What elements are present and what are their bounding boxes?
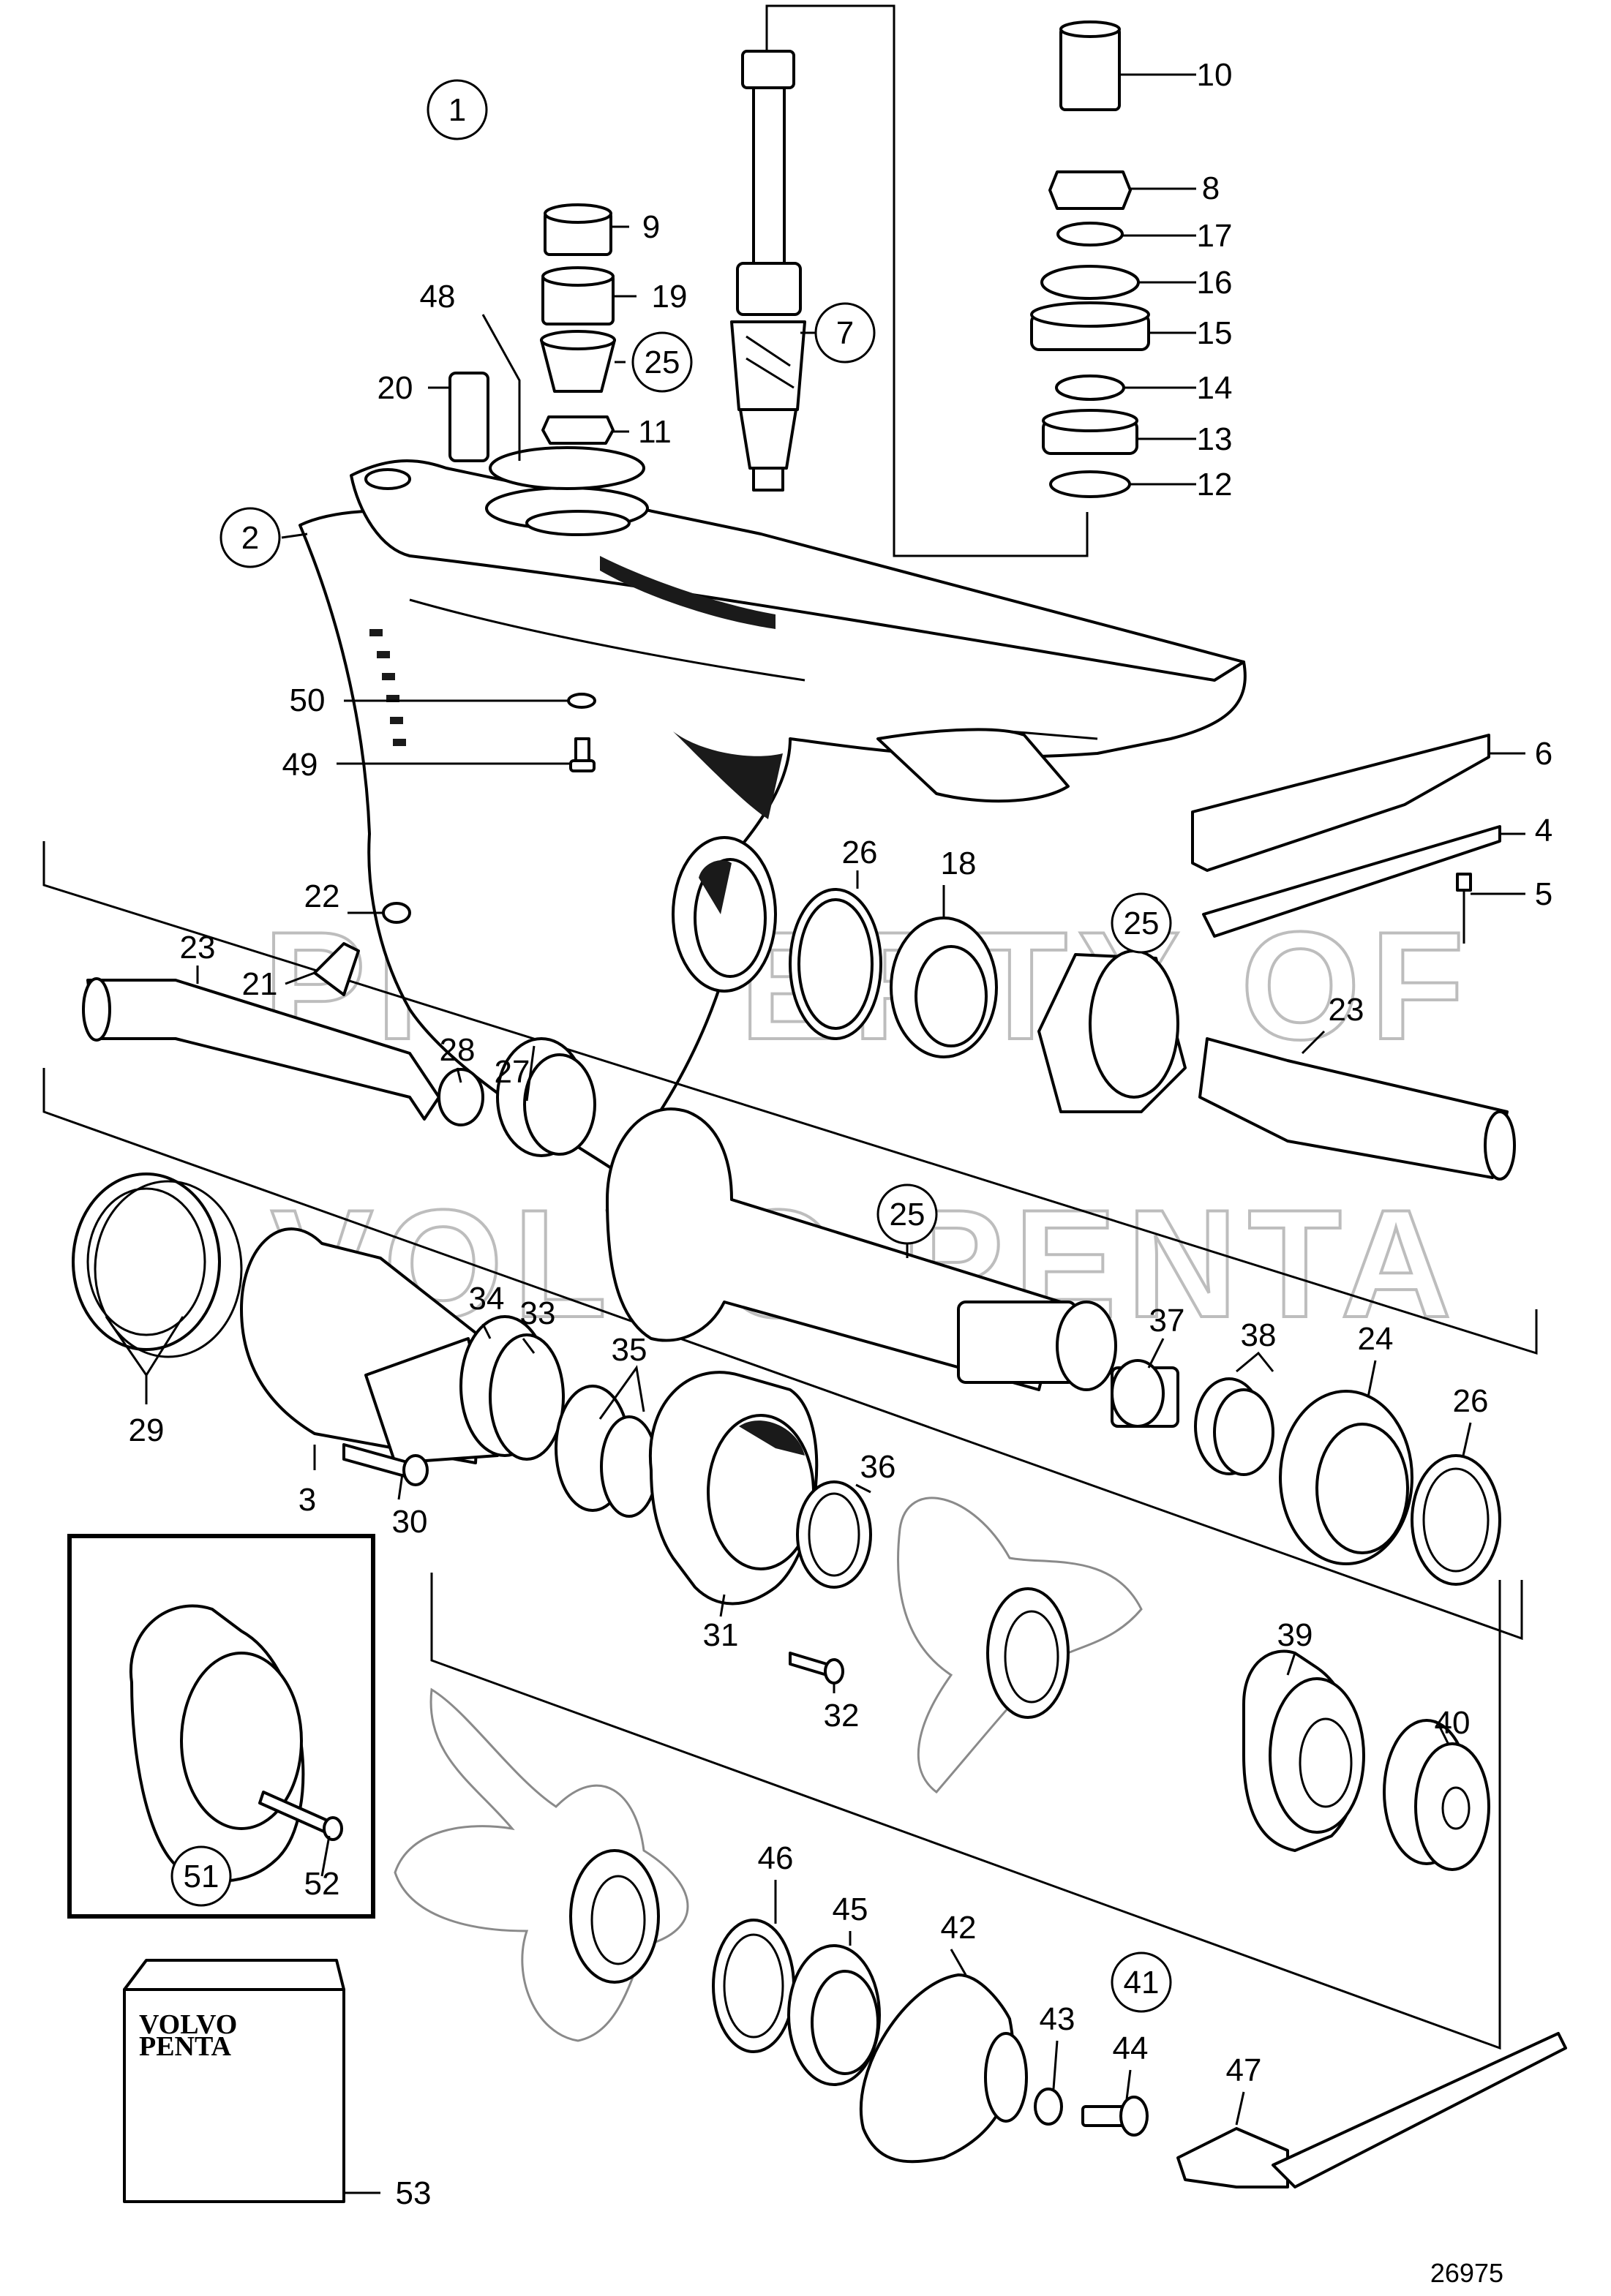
- label-25-right: 25: [1124, 906, 1160, 941]
- upper-shaft-bracket: [42, 841, 1538, 1355]
- label-11: 11: [638, 414, 672, 450]
- sleeve-20: [448, 372, 489, 462]
- propeller-bracket: [430, 1573, 1501, 2050]
- label-23-right: 23: [1329, 992, 1364, 1028]
- nut-39-washer-40: [1242, 1649, 1490, 1871]
- lower-gear-shaft: [606, 1107, 1117, 1391]
- bearing-housing-3: [240, 1227, 658, 1518]
- upper-housing: [298, 459, 1247, 1172]
- label-46: 46: [758, 1840, 794, 1876]
- label-16: 16: [1197, 265, 1233, 301]
- lower-shaft-bracket: [42, 1068, 1523, 1641]
- label-25-top-circle: [631, 331, 693, 393]
- label-6: 6: [1535, 736, 1552, 772]
- label-5: 5: [1535, 876, 1552, 912]
- label-34: 34: [469, 1281, 505, 1317]
- brand-volvo: VOLVO: [139, 2009, 237, 2040]
- label-24: 24: [1358, 1321, 1394, 1357]
- label-18: 18: [941, 846, 977, 881]
- propeller-front: [897, 1497, 1143, 1794]
- label-10: 10: [1197, 57, 1233, 93]
- ring-36-screw-32: [789, 1480, 872, 1685]
- screw-49-50: [567, 693, 596, 772]
- label-12: 12: [1197, 467, 1233, 503]
- label-26-top: 26: [842, 835, 878, 870]
- label-28: 28: [440, 1032, 476, 1068]
- label-2: 2: [241, 520, 259, 556]
- label-7: 7: [836, 315, 854, 351]
- label-51-circle: [170, 1845, 232, 1907]
- label-44: 44: [1113, 2030, 1149, 2066]
- vertical-drive-shaft: [730, 50, 806, 492]
- label-25-mid: 25: [890, 1197, 925, 1232]
- label-25-right-circle: [1111, 892, 1172, 954]
- label-37: 37: [1149, 1303, 1185, 1339]
- label-32: 32: [824, 1698, 860, 1734]
- label-31: 31: [703, 1617, 739, 1653]
- label-4: 4: [1535, 813, 1552, 848]
- label-14: 14: [1197, 370, 1233, 406]
- upper-propshaft: [82, 977, 1516, 1181]
- label-49: 49: [282, 747, 318, 783]
- label-17: 17: [1197, 218, 1233, 254]
- service-manual-53: VOLVO PENTA: [123, 1959, 345, 2203]
- label-23-left: 23: [180, 930, 216, 966]
- propeller-rear: [394, 1687, 689, 2042]
- label-43: 43: [1040, 2001, 1075, 2037]
- label-33: 33: [520, 1295, 556, 1331]
- label-51: 51: [184, 1859, 219, 1894]
- label-41: 41: [1124, 1965, 1160, 2000]
- small-parts-21-22-27-28: [313, 902, 596, 1157]
- label-39: 39: [1277, 1617, 1313, 1653]
- label-50: 50: [290, 682, 326, 718]
- rear-nut-set: [712, 1919, 1567, 2188]
- label-1-circle: [427, 79, 488, 140]
- label-19: 19: [652, 279, 688, 315]
- label-29: 29: [129, 1412, 165, 1448]
- part-labels: 1 2 3 4 5 6 7 8 9 10 11 12 13 14 15 16 1…: [129, 57, 1553, 2211]
- label-15: 15: [1197, 315, 1233, 351]
- label-7-circle: [814, 302, 876, 364]
- label-1: 1: [448, 92, 466, 128]
- label-3: 3: [298, 1482, 316, 1518]
- vent-slots: [369, 629, 406, 746]
- inset-box: [67, 1534, 375, 1919]
- label-45: 45: [833, 1892, 868, 1927]
- vertical-shaft-bearing-stack: [1030, 20, 1150, 498]
- vertical-shaft-bracket: [765, 4, 1089, 557]
- label-25-mid-circle: [876, 1183, 938, 1245]
- carrier-31: [648, 1371, 819, 1606]
- lower-bearing-set: [1111, 1359, 1501, 1586]
- label-40: 40: [1435, 1705, 1471, 1741]
- brand-penta: PENTA: [139, 2031, 232, 2062]
- pinion-stack: [489, 203, 645, 490]
- label-9: 9: [642, 209, 660, 245]
- label-41-circle: [1111, 1951, 1172, 2013]
- rings-29: [72, 1173, 243, 1358]
- label-21: 21: [242, 966, 278, 1002]
- label-22: 22: [304, 878, 340, 914]
- label-48: 48: [420, 279, 456, 315]
- label-52: 52: [304, 1866, 340, 1902]
- drawing-number: 26975: [1430, 2258, 1503, 2288]
- upper-bearing-set: [789, 888, 1187, 1113]
- label-2-circle: [219, 507, 281, 568]
- label-25-top: 25: [645, 345, 680, 380]
- leader-lines: [105, 73, 1525, 2194]
- label-13: 13: [1197, 421, 1233, 457]
- label-30: 30: [392, 1504, 428, 1540]
- label-35: 35: [612, 1332, 647, 1368]
- label-8: 8: [1202, 170, 1220, 206]
- label-42: 42: [941, 1910, 977, 1946]
- label-53: 53: [396, 2175, 432, 2211]
- screw-30: [342, 1443, 429, 1486]
- label-27: 27: [495, 1054, 530, 1090]
- label-36: 36: [860, 1449, 896, 1485]
- label-26-right: 26: [1453, 1383, 1489, 1419]
- label-20: 20: [378, 370, 413, 406]
- anode-plates: [1191, 734, 1501, 944]
- label-47: 47: [1226, 2052, 1262, 2088]
- label-38: 38: [1241, 1317, 1277, 1353]
